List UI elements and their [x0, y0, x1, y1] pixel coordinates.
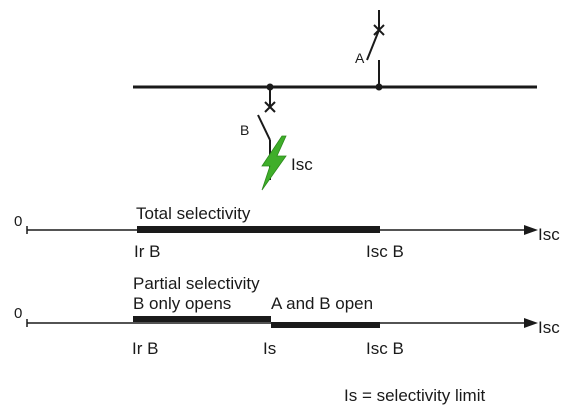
axis-label: Isc: [538, 318, 560, 337]
axis-label: Isc: [538, 225, 560, 244]
breaker-a-contact: [366, 29, 380, 61]
selectivity-limit-legend: Is = selectivity limit: [344, 386, 485, 405]
origin-label: 0: [14, 213, 22, 230]
tick-label-ir-b: Ir B: [132, 339, 158, 358]
tick-label-ir-b: Ir B: [134, 242, 160, 261]
total-selectivity-band: [137, 226, 380, 233]
total-selectivity: Total selectivity 0 Isc Ir B Isc B: [14, 204, 560, 261]
breaker-b-contact: [257, 114, 271, 141]
cross-mark-icon: [264, 101, 276, 113]
axis-arrow-icon: [524, 225, 538, 235]
total-selectivity-title: Total selectivity: [136, 204, 251, 223]
partial-band-b-only: [133, 316, 271, 322]
breaker-b-label: B: [240, 122, 249, 138]
partial-band-a-and-b: [271, 322, 380, 328]
lightning-bolt-icon: [261, 135, 287, 191]
tick-label-is: Is: [263, 339, 276, 358]
junction-a: [375, 83, 383, 91]
fault-label: Isc: [291, 155, 313, 174]
zone-label-a-and-b-open: A and B open: [271, 294, 373, 313]
axis-arrow-icon: [524, 318, 538, 328]
tick-label-isc-b: Isc B: [366, 339, 404, 358]
zone-label-b-only-opens: B only opens: [133, 294, 231, 313]
circuit: A B Isc: [133, 10, 537, 191]
breaker-a: A: [355, 10, 385, 91]
partial-selectivity-title: Partial selectivity: [133, 274, 260, 293]
partial-selectivity: Partial selectivity B only opens A and B…: [14, 274, 560, 358]
breaker-a-label: A: [355, 50, 365, 66]
tick-label-isc-b: Isc B: [366, 242, 404, 261]
fault: Isc: [261, 135, 313, 191]
origin-label: 0: [14, 305, 22, 322]
